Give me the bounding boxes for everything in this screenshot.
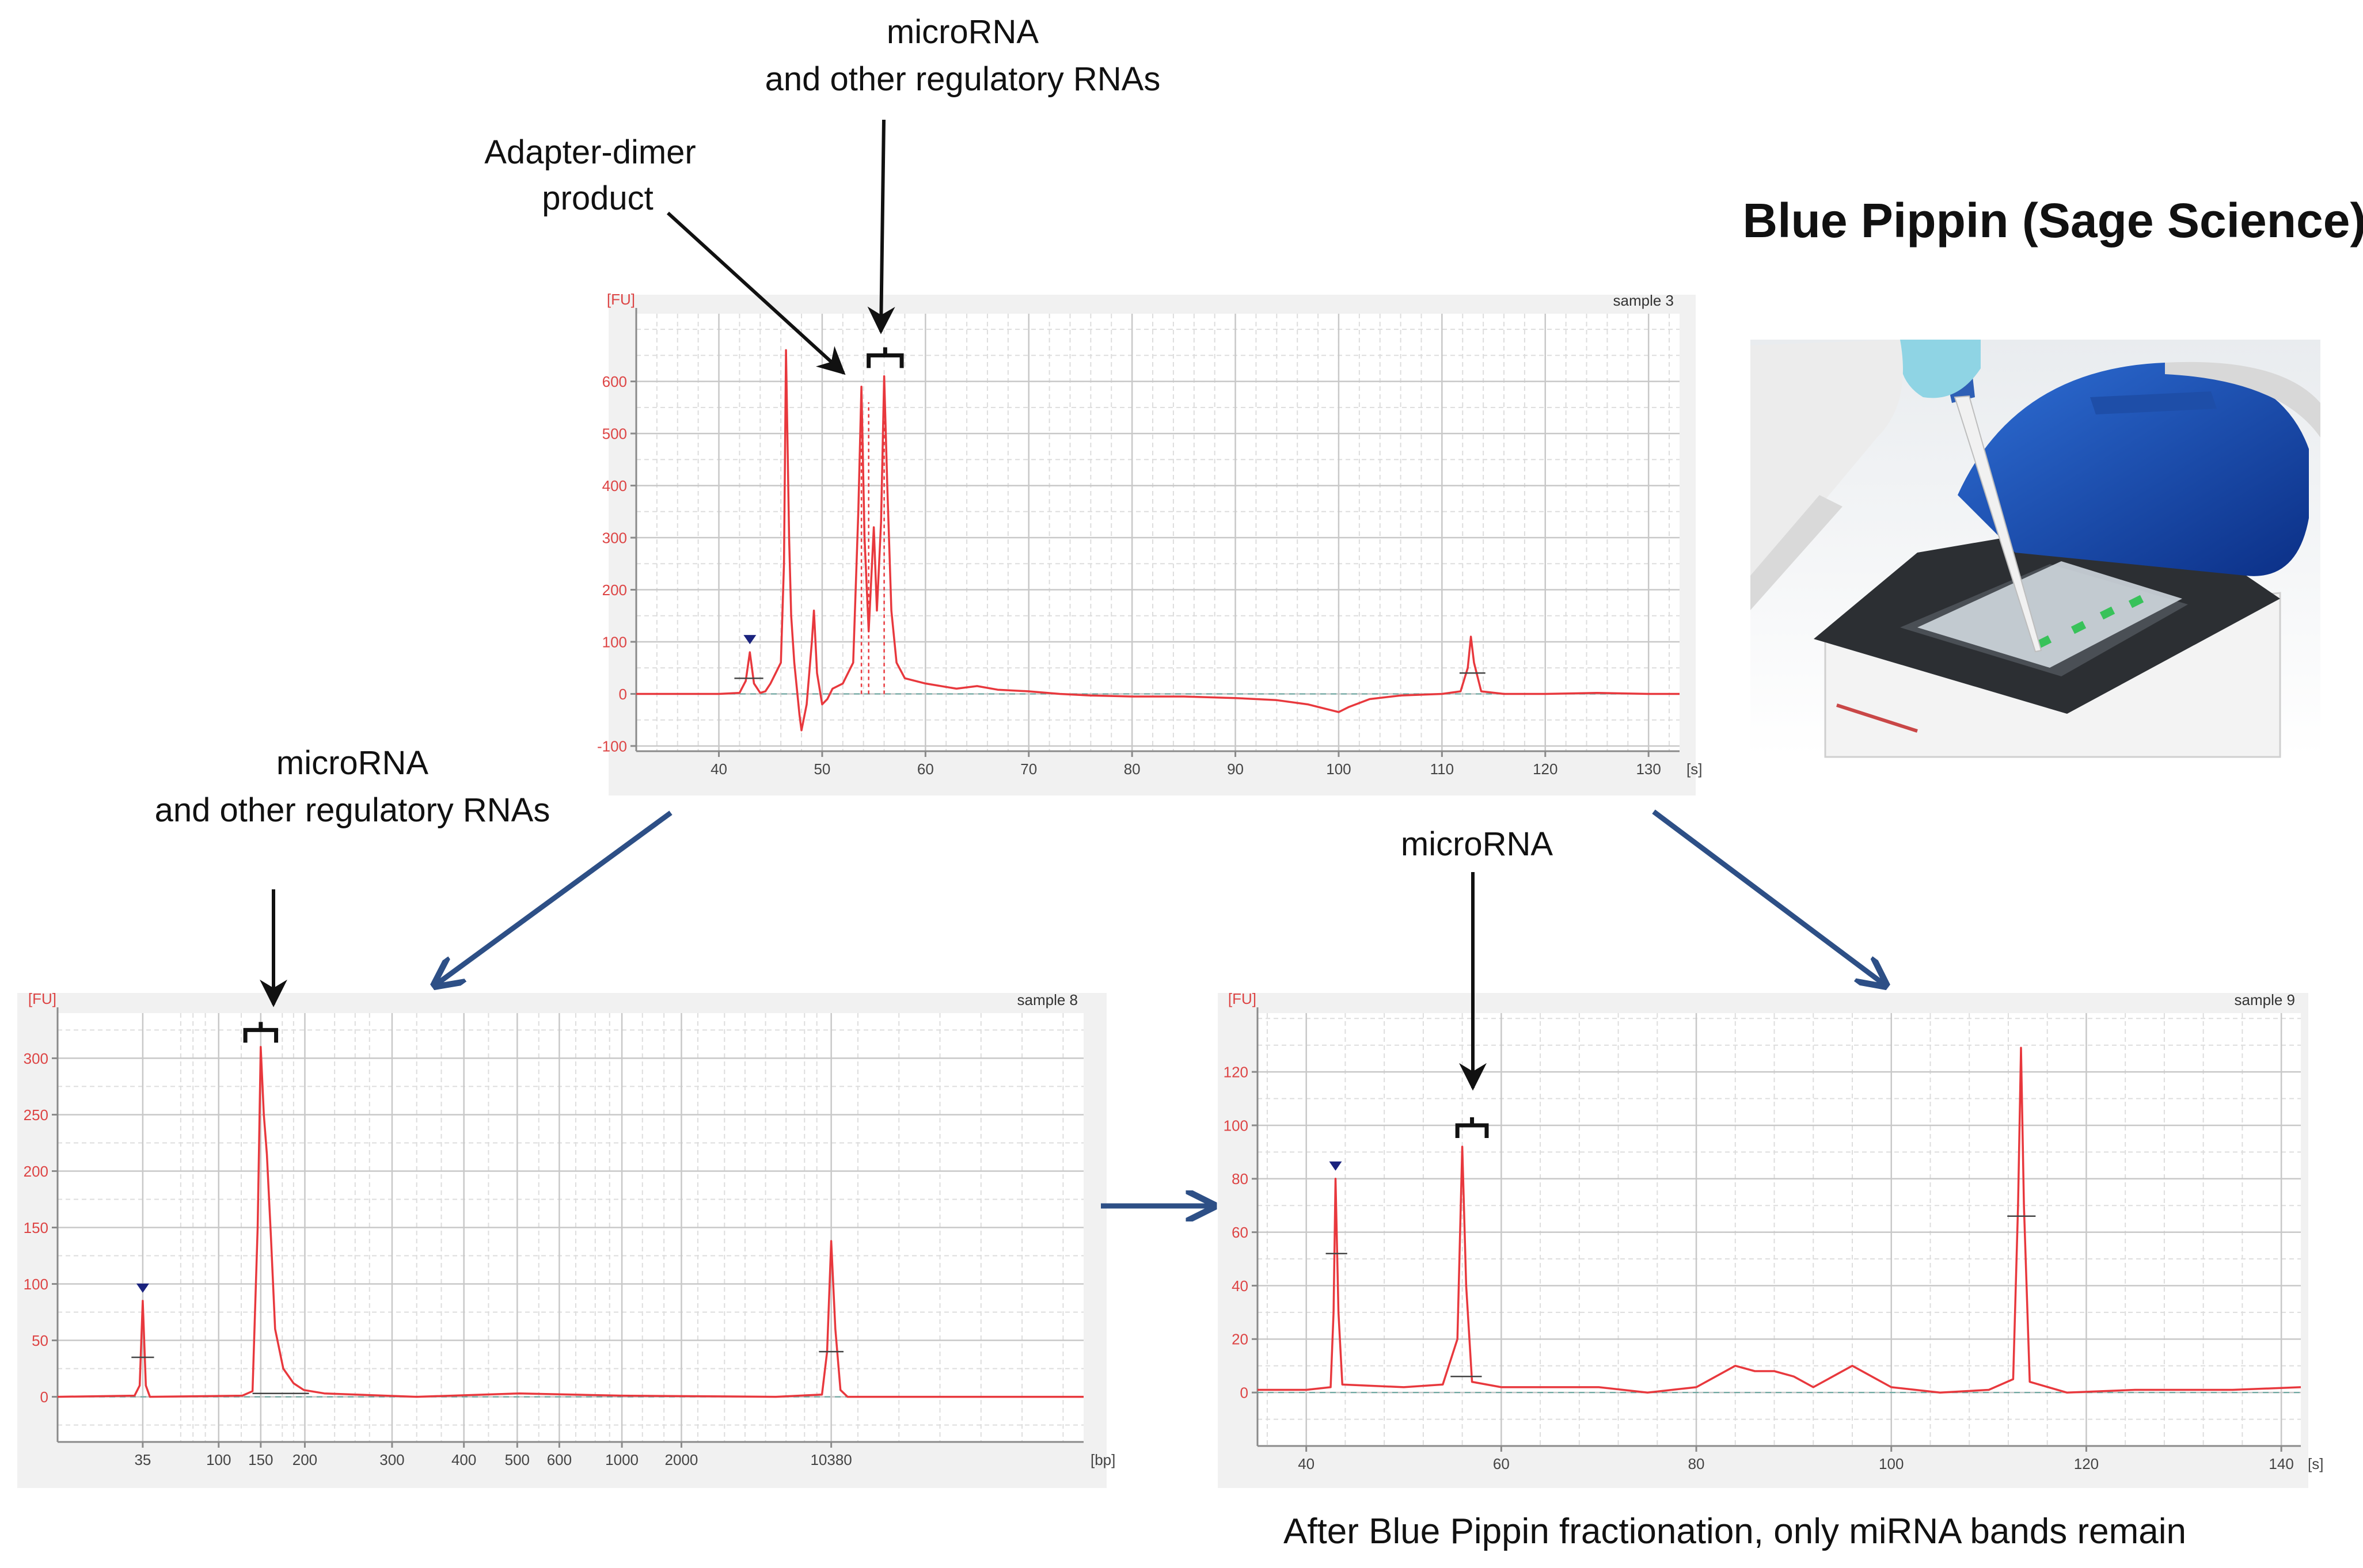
y-tick-label: 600	[602, 373, 627, 390]
x-tick-label: 140	[2269, 1455, 2293, 1472]
brace-bracket	[1455, 1117, 1489, 1138]
annotation-top-microrna-line2: and other regulatory RNAs	[765, 60, 1161, 98]
y-axis-label: [FU]	[607, 291, 635, 308]
y-tick-label: 80	[1232, 1170, 1248, 1188]
x-tick-label: 300	[379, 1451, 404, 1468]
x-tick-label: 40	[711, 760, 727, 778]
chart-panel-left: 0 50 100 150 200 250 300 35 100 150 200 300 400 500 60…	[17, 990, 1115, 1488]
x-tick-label: 130	[1636, 760, 1661, 778]
y-tick-label: 100	[24, 1276, 48, 1293]
brace-bracket	[243, 1022, 279, 1043]
y-tick-label: 100	[1224, 1117, 1248, 1134]
y-tick-label: -100	[597, 737, 627, 755]
flow-arrow-to-left	[435, 810, 673, 985]
brace-bracket	[867, 347, 904, 368]
y-axis-label: [FU]	[1228, 990, 1256, 1007]
x-tick-label: 500	[505, 1451, 530, 1468]
x-axis-label: [s]	[2308, 1455, 2323, 1472]
x-tick-label: 100	[1879, 1455, 1904, 1472]
x-tick-label: 400	[451, 1451, 476, 1468]
y-axis-label: [FU]	[28, 990, 56, 1007]
y-tick-label: 150	[24, 1219, 48, 1236]
arrow-top-microrna	[867, 119, 895, 334]
marker-triangle-icon	[1329, 1161, 1342, 1171]
x-axis-label: [s]	[1686, 760, 1702, 778]
y-tick-label: 0	[1240, 1384, 1248, 1402]
x-tick-label: 70	[1020, 760, 1037, 778]
blue-pippin-instrument-photo	[1750, 340, 2320, 758]
x-tick-label: 200	[292, 1451, 317, 1468]
x-tick-label: 60	[917, 760, 934, 778]
x-tick-label: 90	[1227, 760, 1244, 778]
plot-area	[1258, 1013, 2301, 1446]
y-tick-label: 100	[602, 633, 627, 650]
annotation-left-microrna: microRNA and other regulatory RNAs	[155, 744, 550, 829]
annotation-adapter-dimer-line2: product	[542, 180, 653, 217]
x-tick-label: 600	[547, 1451, 572, 1468]
x-tick-label: 100	[206, 1451, 231, 1468]
y-tick-label: 500	[602, 425, 627, 442]
x-tick-label: 10380	[810, 1451, 852, 1468]
grid	[1258, 1013, 2301, 1447]
annotation-left-microrna-line1: microRNA	[276, 744, 429, 782]
annotation-right-microrna: microRNA	[1401, 825, 1553, 863]
figure-caption: After Blue Pippin fractionation, only mi…	[1283, 1512, 2186, 1551]
y-tick-label: 300	[24, 1050, 48, 1067]
sample-label: sample 8	[1017, 991, 1078, 1008]
x-tick-label: 150	[248, 1451, 273, 1468]
y-tick-label: 20	[1232, 1331, 1248, 1348]
x-tick-label: 60	[1493, 1455, 1510, 1472]
y-tick-label: 400	[602, 477, 627, 494]
y-tick-label: 200	[602, 581, 627, 599]
y-tick-label: 120	[1224, 1063, 1248, 1080]
x-tick-label: 110	[1430, 760, 1454, 778]
chart-panel-right: 0 20 40 60 80 100 120 40 60 80 100 120 140 [FU] [s] sam…	[1218, 990, 2323, 1488]
y-tick-label: 0	[40, 1388, 48, 1406]
x-tick-label: 80	[1124, 760, 1141, 778]
grid	[58, 1013, 1084, 1442]
x-tick-label: 100	[1326, 760, 1351, 778]
annotation-top-microrna-line1: microRNA	[887, 13, 1039, 51]
x-tick-label: 40	[1298, 1455, 1315, 1472]
annotation-top-microrna: microRNA and other regulatory RNAs	[765, 13, 1161, 98]
annotation-adapter-dimer: Adapter-dimer product	[484, 134, 696, 217]
chart-panel-top: -100 0 100 200 300 400 500 600 40 50 60 70 80 90 100 11…	[597, 291, 1702, 796]
grid	[636, 314, 1680, 751]
electropherogram-trace	[57, 1046, 1084, 1398]
arrow-adapter-dimer	[666, 211, 846, 375]
x-tick-label: 35	[134, 1451, 151, 1468]
y-tick-label: 250	[24, 1106, 48, 1124]
x-tick-label: 80	[1688, 1455, 1705, 1472]
x-tick-label: 120	[1533, 760, 1557, 778]
marker-triangle-icon	[136, 1283, 149, 1293]
y-tick-label: 200	[24, 1163, 48, 1180]
x-tick-label: 1000	[605, 1451, 639, 1468]
electropherogram-trace	[636, 349, 1680, 732]
sample-label: sample 9	[2235, 991, 2296, 1008]
x-axis-label: [bp]	[1091, 1451, 1115, 1468]
x-tick-label: 120	[2074, 1455, 2099, 1472]
x-tick-label: 50	[814, 760, 830, 778]
plot-area	[636, 314, 1680, 751]
marker-triangle-icon	[743, 635, 757, 645]
y-tick-label: 60	[1232, 1224, 1248, 1241]
x-tick-label: 2000	[665, 1451, 698, 1468]
y-tick-label: 40	[1232, 1277, 1248, 1295]
y-tick-label: 50	[32, 1332, 48, 1349]
flow-arrow-to-right	[1652, 809, 1886, 985]
y-tick-label: 0	[619, 686, 627, 703]
y-tick-label: 300	[602, 529, 627, 546]
figure-title: Blue Pippin (Sage Science)	[1743, 193, 2363, 248]
electropherogram-trace	[1258, 1046, 2301, 1394]
annotation-adapter-dimer-line1: Adapter-dimer	[484, 134, 696, 171]
sample-label: sample 3	[1613, 292, 1674, 309]
annotation-left-microrna-line2: and other regulatory RNAs	[155, 791, 550, 829]
